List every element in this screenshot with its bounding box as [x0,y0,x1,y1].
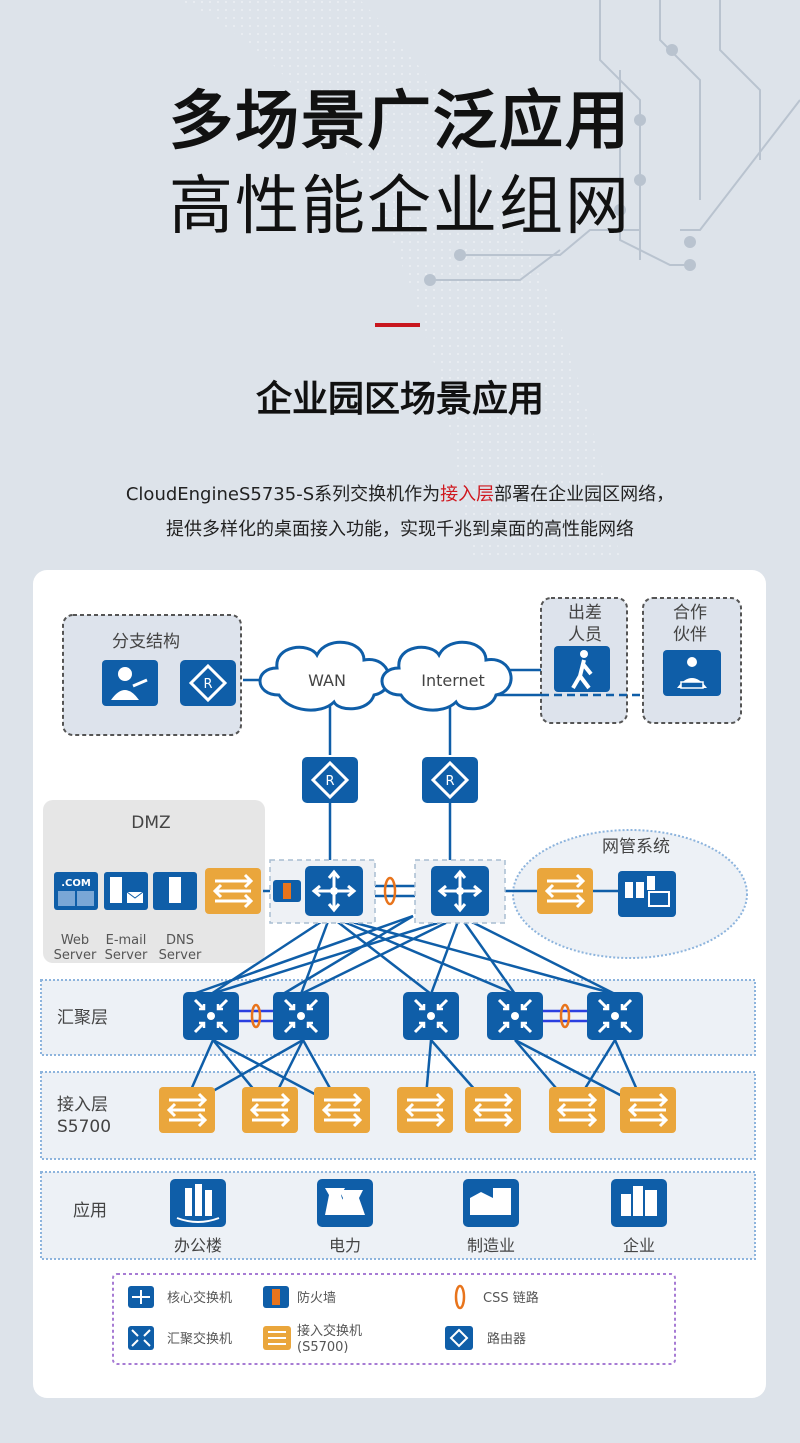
branch-user-icon [102,660,158,706]
partner-label-line2: 伙伴 [673,625,707,645]
access-switch-icon [312,1085,372,1135]
legend-label: (S5700) [297,1340,348,1355]
diagram-card: R 分支结构 [33,570,766,1398]
core-switch-icon [303,864,365,918]
intro-highlight: 接入层 [440,484,495,505]
web-badge: .COM [61,878,91,889]
dmz-group: DMZ .COM Web Server E-mail Server DNS Se… [43,800,265,963]
server-label: Server [54,948,97,963]
traveler-label-line1: 出差 [568,603,602,623]
legend-label: 路由器 [487,1331,526,1347]
branch-group: 分支结构 [62,614,242,736]
server-label: DNS [166,933,194,948]
layer-label-access-model: S5700 [57,1117,111,1137]
nms-group: 网管系统 [512,829,748,959]
intro-text: 部署在企业园区网络， [494,484,675,505]
accent-divider [375,323,420,327]
legend-label: 核心交换机 [167,1290,232,1306]
factory-icon [463,1179,519,1227]
application-label: 办公楼 [174,1236,222,1255]
firewall-icon [263,1286,289,1308]
router-icon [420,755,480,805]
traveler-label-line2: 人员 [568,625,602,645]
branch-label: 分支结构 [112,632,180,652]
application-label: 制造业 [467,1236,515,1255]
layer-label-application: 应用 [73,1201,107,1221]
aggregation-switch-icon [585,990,645,1042]
internet-label: Internet [421,671,485,690]
hero-title-line1: 多场景广泛应用 [169,85,631,159]
wan-cloud: WAN [258,640,391,712]
email-server-icon [104,872,148,910]
aggregation-switch-icon [271,990,331,1042]
partner-group: 合作 伙伴 [642,597,742,724]
background-decoration [180,0,800,560]
aggregation-switch-icon [128,1326,154,1350]
dns-server-icon [153,872,197,910]
aggregation-switch-icon [485,990,545,1042]
legend-label: CSS 链路 [483,1290,539,1306]
intro-line2: 提供多样化的桌面接入功能，实现千兆到桌面的高性能网络 [166,519,634,540]
router-icon [178,658,238,708]
legend-label: 接入交换机 [297,1323,362,1339]
server-label: Server [105,948,148,963]
internet-cloud: Internet [380,640,513,712]
web-server-icon: .COM [54,872,98,910]
access-switch-icon [463,1085,523,1135]
intro-line1: CloudEngineS5735-S系列交换机作为接入层部署在企业园区网络， [0,480,800,506]
access-switch-icon [157,1085,217,1135]
access-switch-icon [395,1085,455,1135]
section-title: 企业园区场景应用 [255,379,544,420]
core-switch-icon [429,864,491,918]
server-label: Server [159,948,202,963]
network-diagram: R 分支结构 [40,597,756,1365]
dmz-access-switch-icon [203,866,263,916]
core-switch-icon [128,1286,154,1308]
traveler-icon [554,646,610,692]
access-switch-icon [547,1085,607,1135]
nms-access-switch-icon [535,866,595,916]
layer-label-aggregation: 汇聚层 [57,1008,108,1028]
power-plant-icon [317,1179,373,1227]
aggregation-switch-icon [181,990,241,1042]
wan-label: WAN [308,671,346,690]
access-switch-icon [240,1085,300,1135]
access-switch-icon [263,1326,291,1350]
firewall-icon [273,880,301,902]
partner-label-line1: 合作 [673,603,707,623]
legend: 核心交换机 防火墙 CSS 链路 汇聚交换机 接入交换机 (S5700) 路由器 [112,1273,676,1365]
nms-server-icon [618,871,676,917]
server-label: E-mail [106,933,147,948]
server-label: Web [61,933,89,948]
router-icon [445,1326,473,1350]
intro-text: CloudEngineS5735-S系列交换机作为 [125,484,441,505]
partner-icon [663,650,721,696]
application-label: 电力 [329,1236,361,1255]
dmz-label: DMZ [131,813,170,833]
layer-band-aggregation [40,979,756,1056]
legend-label: 汇聚交换机 [167,1331,232,1347]
hero-title-line2: 高性能企业组网 [169,170,631,244]
application-label: 企业 [623,1236,655,1255]
access-switch-icon [618,1085,678,1135]
router-icon [300,755,360,805]
legend-label: 防火墙 [297,1290,336,1306]
office-building-icon [170,1179,226,1227]
nms-label: 网管系统 [602,837,670,857]
traveler-group: 出差 人员 [540,597,628,724]
aggregation-switch-icon [401,990,461,1042]
enterprise-icon [611,1179,667,1227]
layer-label-access: 接入层 [57,1095,108,1115]
css-links [238,876,588,1029]
css-link-icon [454,1284,466,1310]
